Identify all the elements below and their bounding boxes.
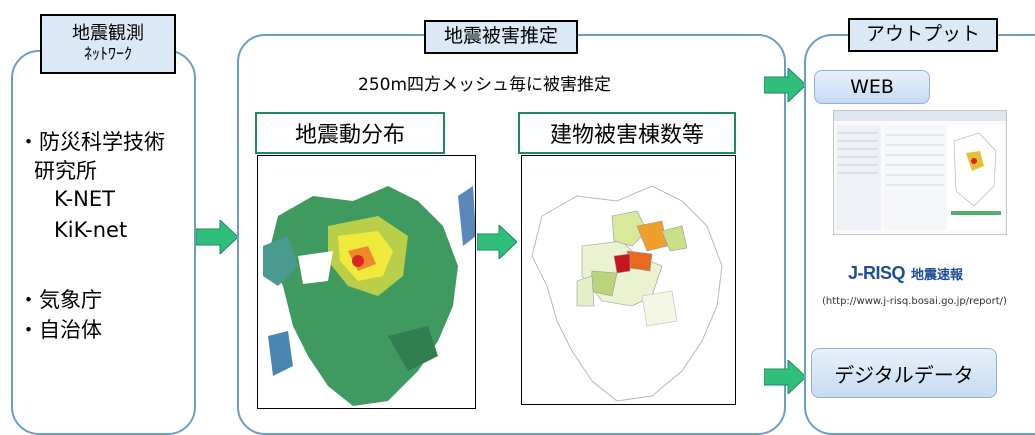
jrisq-logo-mark: J-RISQ	[848, 262, 906, 283]
building-damage-map	[521, 155, 736, 405]
source-kiknet: KiK-net	[54, 218, 128, 242]
web-output: WEB	[814, 70, 930, 104]
observation-panel	[11, 50, 196, 435]
ground-motion-map	[257, 155, 476, 409]
observation-network-tag: 地震観測 ﾈｯﾄﾜｰｸ	[40, 14, 176, 74]
estimation-subtitle: 250m四方メッシュ毎に被害推定	[358, 75, 612, 95]
arrow-to-estimation	[196, 220, 238, 254]
source-nied: ・防災科学技術	[18, 130, 165, 154]
source-jma: ・気象庁	[18, 288, 102, 312]
web-screenshot-image	[834, 111, 1006, 230]
ground-motion-label: 地震動分布	[255, 112, 445, 154]
source-municipality: ・自治体	[18, 318, 102, 342]
jrisq-logo-jp: 地震速報	[911, 267, 964, 283]
digital-data-output: デジタルデータ	[811, 348, 997, 398]
building-damage-map-image	[522, 156, 735, 404]
estimation-tag: 地震被害推定	[424, 20, 578, 54]
source-knet: K-NET	[54, 187, 115, 211]
jrisq-logo: J-RISQ 地震速報	[848, 262, 963, 284]
arrow-to-web	[764, 68, 806, 102]
observation-tag-line1: 地震観測	[72, 23, 144, 45]
jrisq-url: (http://www.j-risq.bosai.go.jp/report/)	[822, 296, 1007, 307]
output-tag: アウトプット	[848, 18, 998, 52]
ground-motion-map-image	[258, 156, 475, 408]
observation-tag-line2: ﾈｯﾄﾜｰｸ	[83, 44, 132, 64]
web-screenshot	[833, 110, 1007, 235]
arrow-to-digital-data	[764, 360, 806, 394]
arrow-to-damage-map	[477, 225, 517, 259]
source-nied-line2: 研究所	[34, 159, 97, 183]
building-damage-label: 建物被害棟数等	[518, 112, 736, 154]
